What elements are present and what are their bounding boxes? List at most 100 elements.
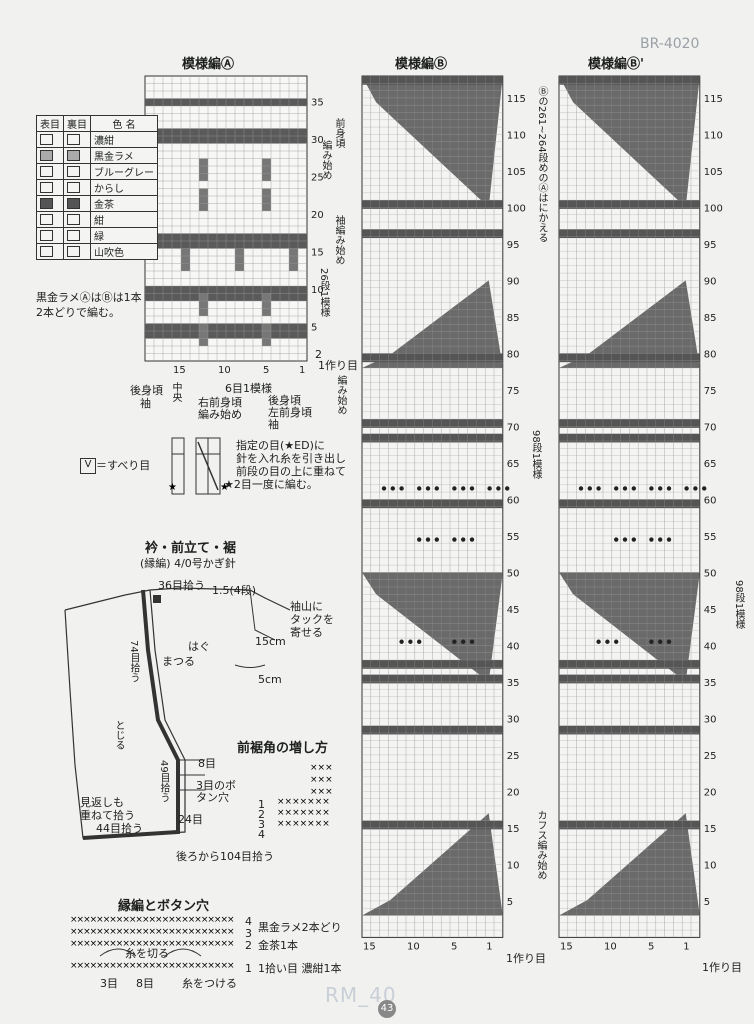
edging-attach: 糸をつける <box>182 977 237 990</box>
edging-three: 3目 <box>100 977 118 990</box>
legend-symbol <box>67 229 80 241</box>
chart-a-repeat-label: 26段1模様 <box>318 268 329 318</box>
chart-a-motif <box>199 323 208 346</box>
legend-symbol <box>40 133 53 145</box>
chart-a-motif <box>235 248 244 271</box>
legend-symbol <box>40 149 53 161</box>
chart-dot <box>666 537 672 542</box>
legend-header: 色 名 <box>90 115 158 132</box>
legend-symbol <box>67 245 80 257</box>
chart-row-tick: 10 <box>507 860 520 871</box>
legend-symbol <box>40 213 53 225</box>
edging-line1: 1 <box>245 962 252 975</box>
chart-b: 1151101051009590858075706560555045403530… <box>361 75 526 952</box>
legend-note: 黒金ラメⒶはⒷは1本 2本どりで編む。 <box>36 291 142 319</box>
eight-stitches: 8目 <box>198 757 216 770</box>
chart-dot <box>614 486 619 491</box>
chart-row-tick: 30 <box>704 714 717 725</box>
chart-row-tick: 20 <box>507 787 520 798</box>
b-repeat-label: 98段1模様 <box>530 430 541 480</box>
pick-74: 74目拾う <box>128 640 139 683</box>
chart-dot <box>452 486 457 491</box>
chart-dot <box>496 486 501 491</box>
chart-dot <box>381 486 387 491</box>
chart-row-tick: 100 <box>507 203 526 214</box>
chart-a-cast-on-label: 1作り目 <box>318 359 358 372</box>
measure-15cm: 15cm <box>255 635 286 648</box>
chart-a-motif <box>199 293 208 316</box>
chart-row-tick: 35 <box>507 678 520 689</box>
legend-symbol <box>40 245 53 257</box>
pick-104: 後ろから104目拾う <box>176 850 274 863</box>
chart-dot <box>596 486 601 491</box>
edging-pick-label: 1拾い目 濃紺1本 <box>258 962 342 975</box>
chart-dot <box>702 486 707 491</box>
chart-row-tick: 110 <box>507 130 526 141</box>
chart-a-col-tick: 15 <box>173 365 186 376</box>
chart-dot <box>578 486 584 491</box>
collar-rows: 1.5(4段) <box>212 584 257 597</box>
legend-color: ブルーグレー <box>90 163 158 180</box>
collar-pick-36: 36目拾う <box>158 579 205 592</box>
chart-dot <box>425 537 431 542</box>
chart-a-back-label: 後身頃 <box>130 384 163 397</box>
hem-corner-diagram: ××× ××× ××× ××××××× ××××××× ××××××× <box>277 763 333 829</box>
chart-row-tick: 30 <box>507 714 520 725</box>
buttonhole-label: 3目のボタン穴 <box>196 779 236 804</box>
chart-row-tick: 25 <box>507 751 520 762</box>
chart-dot <box>469 486 475 491</box>
chart-row-tick: 25 <box>704 751 717 762</box>
chart-a-motif <box>262 293 271 316</box>
chart-a-center-label: 中央 <box>170 382 181 402</box>
chart-dot <box>434 486 439 491</box>
chart-row-tick: 40 <box>507 641 520 652</box>
chart-b2-cast-on: 1作り目 <box>702 961 742 974</box>
chart-row-tick: 5 <box>704 897 710 908</box>
chart-a-col-tick: 1 <box>299 365 305 376</box>
chart-row-tick: 45 <box>507 605 520 616</box>
chart-a-row-tick: 25 <box>311 172 324 183</box>
chart-dot <box>596 639 601 644</box>
hem-row-2: 2 <box>258 808 265 821</box>
page-code: BR-4020 <box>640 36 700 52</box>
svg-text:×××: ××× <box>310 787 333 797</box>
facing-2: 重ねて拾う <box>80 809 135 822</box>
legend-symbol <box>67 149 80 161</box>
cuff-start-label: カフス編み始め <box>535 810 546 880</box>
chart-dot <box>622 537 628 542</box>
chart-dot <box>614 537 619 542</box>
sleeve-note-1: 袖山に <box>290 600 323 613</box>
chart-row-tick: 90 <box>704 276 717 287</box>
chart-row-tick: 95 <box>507 240 520 251</box>
legend-symbol <box>67 181 80 193</box>
chart-dot <box>684 486 689 491</box>
chart-row-tick: 15 <box>507 824 520 835</box>
slip-stitch-icon: V <box>80 458 96 474</box>
chart-dot <box>614 639 619 644</box>
chart-dot <box>658 537 663 542</box>
chart-a-sleeve-right-label: 袖 <box>268 418 279 431</box>
edging-cut: 糸を切る <box>125 947 169 960</box>
chart-a-edge-start: 編み始め <box>335 375 346 415</box>
chart-row-tick: 65 <box>507 459 520 470</box>
chart-row-tick: 80 <box>704 349 717 360</box>
chart-a-row-tick: 5 <box>311 322 317 333</box>
chart-row-tick: 55 <box>507 532 520 543</box>
chart-dot <box>666 486 672 491</box>
chart-row-tick: 50 <box>704 568 717 579</box>
facing-1: 見返しも <box>80 796 124 809</box>
svg-text:★: ★ <box>168 482 177 493</box>
chart-dot <box>693 486 698 491</box>
chart-dot <box>417 639 422 644</box>
svg-text:×××××××××××××××××××××××××: ××××××××××××××××××××××××× <box>70 927 234 937</box>
chart-row-tick: 100 <box>704 203 723 214</box>
collar-subtitle: (縁編) 4/0号かぎ針 <box>140 557 236 570</box>
pick-49: 49目拾う <box>158 760 169 803</box>
legend-color: 金茶 <box>90 195 158 212</box>
chart-dot <box>505 486 510 491</box>
chart-a-back-right-label: 後身頃 <box>268 394 301 407</box>
chart-a-col-tick: 10 <box>218 365 231 376</box>
svg-text:×××××××××××××××××××××××××: ××××××××××××××××××××××××× <box>70 915 234 925</box>
two-together-diagram: ★ ★ <box>168 437 228 495</box>
